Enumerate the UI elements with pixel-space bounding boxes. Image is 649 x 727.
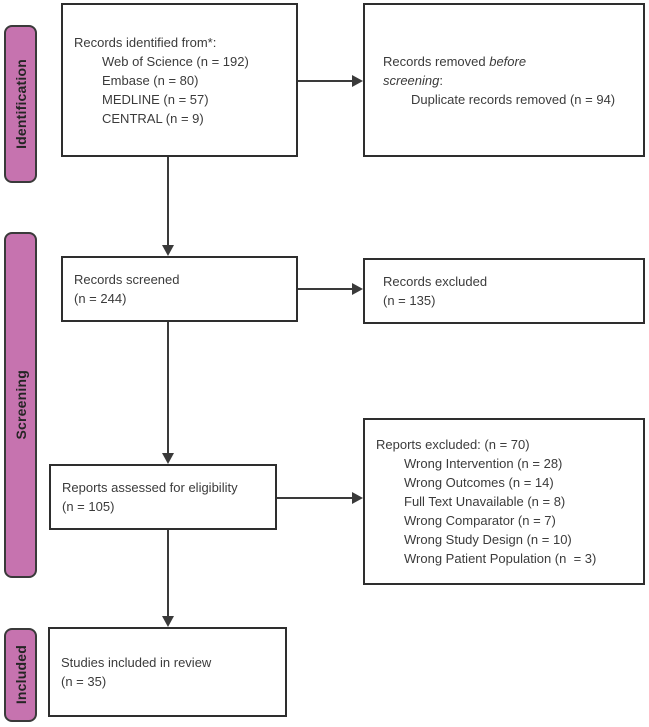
excluded-full-text-unavailable: Full Text Unavailable (n = 8)	[404, 494, 566, 509]
arrow-line	[167, 530, 169, 617]
duplicates-removed: Duplicate records removed (n = 94)	[411, 91, 616, 107]
arrow-line	[167, 322, 169, 454]
box-reports-assessed: Reports assessed for eligibility (n = 10…	[49, 464, 277, 530]
arrow-line	[277, 497, 352, 499]
arrowhead-right-icon	[352, 75, 363, 87]
box-studies-included: Studies included in review (n = 35)	[48, 627, 287, 717]
stage-bar-screening: Screening	[4, 232, 37, 578]
excluded-wrong-outcomes: Wrong Outcomes (n = 14)	[404, 475, 554, 490]
source-web-of-science: Web of Science (n = 192)	[102, 53, 249, 69]
excluded-wrong-intervention: Wrong Intervention (n = 28)	[404, 456, 563, 471]
reports-assessed-count: (n = 105)	[62, 499, 115, 514]
source-embase: Embase (n = 80)	[102, 72, 199, 88]
excluded-wrong-comparator: Wrong Comparator (n = 7)	[404, 513, 556, 528]
records-excluded-count: (n = 135)	[383, 293, 436, 308]
source-central: CENTRAL (n = 9)	[102, 110, 204, 126]
box-records-excluded: Records excluded (n = 135)	[363, 258, 645, 324]
box-reports-excluded: Reports excluded: (n = 70) Wrong Interve…	[363, 418, 645, 585]
arrowhead-right-icon	[352, 492, 363, 504]
box-records-identified: Records identified from*: Web of Science…	[61, 3, 298, 157]
reports-assessed-label: Reports assessed for eligibility	[62, 480, 238, 495]
studies-included-count: (n = 35)	[61, 674, 107, 689]
records-removed-title-line2: screening:	[383, 72, 443, 88]
arrowhead-down-icon	[162, 616, 174, 627]
records-screened-label: Records screened	[74, 272, 180, 287]
records-excluded-label: Records excluded	[383, 274, 488, 289]
stage-bar-included: Included	[4, 628, 37, 722]
arrow-line	[298, 288, 352, 290]
arrowhead-right-icon	[352, 283, 363, 295]
records-identified-title: Records identified from*:	[74, 34, 217, 50]
box-records-removed: Records removed before screening: Duplic…	[363, 3, 645, 157]
arrow-line	[298, 80, 352, 82]
stage-label-identification: Identification	[12, 59, 29, 149]
arrowhead-down-icon	[162, 453, 174, 464]
box-records-screened: Records screened (n = 244)	[61, 256, 298, 322]
excluded-wrong-study-design: Wrong Study Design (n = 10)	[404, 532, 572, 547]
reports-excluded-title: Reports excluded: (n = 70)	[376, 437, 530, 452]
records-removed-title-line1: Records removed before	[383, 53, 527, 69]
excluded-wrong-patient-population: Wrong Patient Population (n = 3)	[404, 551, 597, 566]
studies-included-label: Studies included in review	[61, 655, 212, 670]
arrow-line	[167, 157, 169, 246]
stage-label-included: Included	[12, 645, 29, 705]
stage-bar-identification: Identification	[4, 25, 37, 183]
stage-label-screening: Screening	[12, 370, 29, 440]
source-medline: MEDLINE (n = 57)	[102, 91, 209, 107]
arrowhead-down-icon	[162, 245, 174, 256]
records-screened-count: (n = 244)	[74, 291, 127, 306]
